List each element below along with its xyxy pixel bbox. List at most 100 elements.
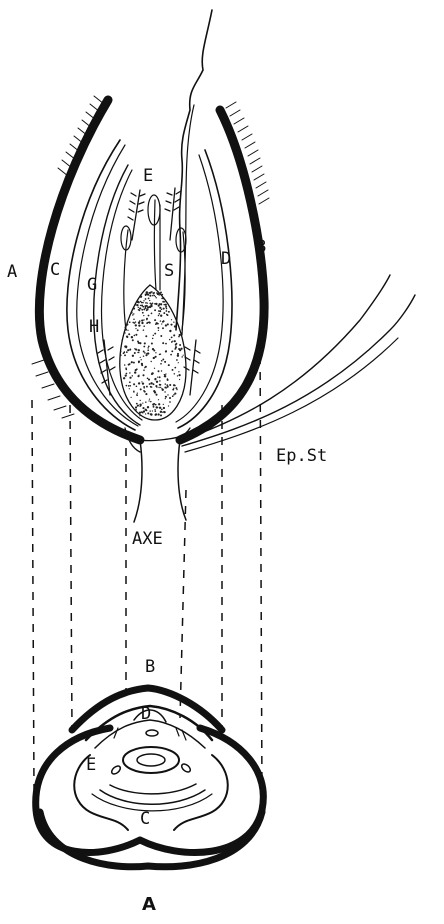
stipple-dot — [149, 410, 150, 411]
cross-outer-bottom — [40, 812, 262, 867]
stipple-dot — [140, 305, 141, 306]
stipple-dot — [157, 413, 159, 415]
stipple-dot — [173, 388, 174, 389]
stipple-dot — [143, 329, 145, 331]
stipple-dot — [145, 305, 146, 306]
stipple-dot — [143, 308, 145, 310]
stipple-dot — [132, 314, 133, 315]
stipple-dot — [165, 350, 167, 352]
stipple-dot — [165, 383, 166, 384]
stipple-dot — [133, 319, 135, 321]
proj-line-6 — [260, 340, 262, 795]
stipple-dot — [142, 402, 143, 403]
label-top-b: B — [256, 237, 266, 257]
stipple-dot — [158, 310, 160, 312]
stipple-dot — [142, 382, 144, 384]
stipple-dot — [132, 339, 134, 341]
stipple-dot — [135, 406, 137, 408]
stipple-dot — [151, 342, 153, 344]
stipple-dot — [157, 327, 159, 329]
stipple-dot — [125, 329, 127, 331]
stipple-dot — [161, 408, 163, 410]
stipple-dot — [142, 320, 144, 322]
stipple-dot — [154, 309, 156, 311]
stipple-dot — [167, 323, 169, 325]
stipple-dot — [148, 298, 150, 300]
stipple-dot — [174, 373, 175, 374]
stipple-dot — [144, 342, 146, 344]
stipple-dot — [161, 308, 163, 310]
stipple-dot — [143, 319, 144, 320]
cross-ovary-inner — [137, 754, 165, 766]
stipple-dot — [145, 393, 147, 395]
label-top-a: A — [7, 262, 17, 282]
stipple-dot — [176, 389, 177, 390]
stipple-dot — [129, 363, 131, 365]
stipple-dot — [129, 321, 131, 323]
stipple-dot — [147, 349, 149, 351]
stipple-dot — [169, 339, 171, 341]
stipple-dot — [159, 307, 161, 309]
stipple-dot — [183, 355, 184, 356]
stipple-dot — [155, 323, 157, 325]
stipple-dot — [149, 322, 151, 324]
stipple-dot — [148, 294, 149, 295]
stipple-dot — [165, 343, 167, 345]
stipple-dot — [156, 387, 157, 388]
stipple-dot — [126, 351, 128, 353]
stipple-dot — [135, 324, 137, 326]
stipple-dot — [129, 388, 130, 389]
stipple-dot — [126, 385, 128, 387]
stipple-dot — [162, 412, 163, 413]
stipple-dot — [144, 352, 146, 354]
stipple-dot — [136, 385, 138, 387]
stipple-dot — [126, 373, 128, 375]
stipple-dot — [133, 313, 134, 314]
stipple-dot — [137, 375, 139, 377]
stipple-dot — [178, 374, 180, 376]
stipple-dot — [145, 409, 147, 411]
stipple-dot — [143, 315, 144, 316]
label-ep-st: Ep.St — [276, 446, 327, 466]
stipple-dot — [171, 350, 173, 352]
stipple-dot — [141, 359, 142, 360]
stipple-dot — [150, 413, 151, 414]
stipple-dot — [129, 381, 131, 383]
stipple-dot — [149, 295, 151, 297]
stipple-dot — [173, 334, 175, 336]
stipple-dot — [162, 327, 164, 329]
stipple-dot — [145, 354, 147, 356]
stipple-dot — [138, 352, 139, 353]
stipple-dot — [134, 352, 136, 354]
stipple-dot — [137, 404, 139, 406]
stipple-dot — [151, 372, 153, 374]
stipple-dot — [166, 308, 167, 309]
stipple-dot — [143, 300, 144, 301]
stipple-dot — [169, 401, 171, 403]
stipple-dot — [162, 321, 164, 323]
stipple-dot — [127, 336, 129, 338]
palea-left-outer — [94, 165, 140, 425]
stipple-dot — [139, 342, 141, 344]
proj-line-4 — [180, 490, 186, 718]
stipple-dot — [139, 320, 141, 322]
stipple-dot — [160, 292, 162, 294]
stipple-dot — [168, 311, 170, 313]
stipple-dot — [174, 348, 175, 349]
stipple-dot — [153, 390, 155, 392]
stipple-dot — [140, 388, 142, 390]
stipple-dot — [139, 412, 141, 414]
stipple-dot — [136, 403, 138, 405]
stipple-dot — [135, 409, 137, 411]
stipple-dot — [125, 374, 127, 376]
stipple-dot — [141, 304, 143, 306]
stipple-dot — [162, 294, 164, 296]
stipple-dot — [135, 369, 137, 371]
stipple-dot — [124, 332, 125, 333]
stipple-dot — [135, 328, 136, 329]
stipple-dot — [120, 351, 121, 352]
stipple-dot — [154, 368, 155, 369]
stipple-dot — [130, 385, 132, 387]
stipple-dot — [164, 301, 165, 302]
